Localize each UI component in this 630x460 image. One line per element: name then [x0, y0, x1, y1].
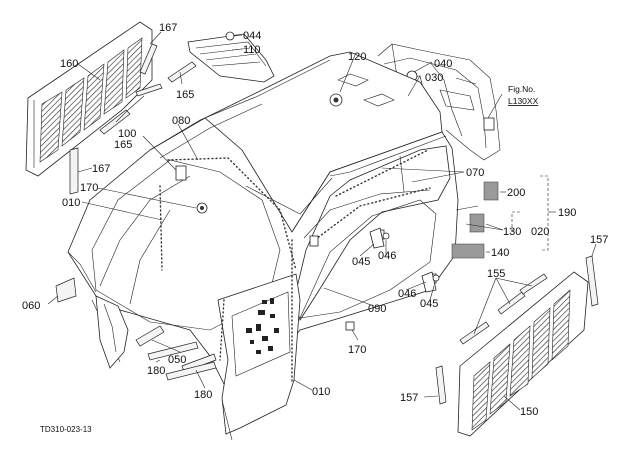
callout-046: 046: [378, 250, 396, 262]
callout-160: 160: [60, 58, 78, 70]
callout-070: 070: [466, 167, 484, 179]
callout-190: 190: [558, 207, 576, 219]
callout-040: 040: [434, 58, 452, 70]
leader-lines: [47, 31, 597, 411]
callout-165: 165: [176, 89, 194, 101]
drawing-code: TD310-023-13: [40, 425, 92, 434]
callout-200: 200: [507, 187, 525, 199]
callout-044: 044: [243, 30, 261, 42]
fig-no-value: L130XX: [508, 96, 539, 106]
callout-010-lower: 010: [312, 386, 330, 398]
strip-050-a: [135, 325, 165, 347]
left-seal-strips: [69, 43, 197, 195]
callout-157-lower: 157: [400, 392, 418, 404]
cabin-body: [67, 51, 459, 441]
part-045-lower: [421, 271, 437, 293]
callout-130: 130: [503, 226, 521, 238]
bolt-170: [345, 321, 355, 331]
door-decal-cluster: [246, 298, 279, 354]
callout-150: 150: [520, 406, 538, 418]
callout-045-lower: 045: [420, 298, 438, 310]
callout-110: 110: [243, 44, 261, 56]
callout-170: 170: [80, 182, 98, 194]
callout-140: 140: [491, 247, 509, 259]
front-bracket: [175, 165, 187, 181]
callout-046-lower: 046: [398, 288, 416, 300]
callout-020: 020: [531, 226, 549, 238]
strip-180-b: [165, 361, 217, 381]
door-bracket: [309, 235, 319, 247]
part-046-lower: [432, 274, 440, 282]
callout-090: 090: [368, 303, 386, 315]
vent-knob-044: [225, 31, 235, 41]
decal-140: [451, 243, 485, 259]
strip-050-b: [147, 341, 199, 361]
rear-frame-assembly: [377, 43, 501, 161]
callout-labels: 167 160 165 165 167 100 080 170 010 044 …: [22, 22, 608, 434]
callout-167-lower: 167: [92, 163, 110, 175]
callout-120: 120: [348, 51, 366, 63]
strip-165-c: [99, 109, 131, 135]
callout-155: 155: [487, 268, 505, 280]
strip-155-b: [497, 291, 526, 315]
part-045-upper: [369, 227, 385, 249]
callout-165-lower: 165: [114, 139, 132, 151]
fig-no-label: Fig.No.: [508, 84, 535, 94]
strip-157-right: [585, 255, 599, 307]
callout-180: 180: [147, 365, 165, 377]
strip-157-bottom: [435, 365, 447, 405]
callout-030: 030: [425, 72, 443, 84]
callout-167: 167: [159, 22, 177, 34]
strip-165-b: [135, 83, 163, 97]
callout-157: 157: [590, 234, 608, 246]
strip-155-c: [519, 273, 548, 295]
decal-200: [483, 181, 499, 201]
lower-strips: [55, 277, 217, 381]
callout-050: 050: [168, 354, 186, 366]
callout-100: 100: [118, 128, 136, 140]
hinge-parts: [369, 227, 440, 293]
rear-lamp-block: [483, 117, 495, 131]
decal-130: [469, 213, 485, 233]
callout-045: 045: [352, 256, 370, 268]
strip-167-left: [69, 147, 79, 195]
strip-167-top: [139, 43, 158, 75]
strip-165-a: [167, 61, 197, 83]
bracket-190: [511, 175, 556, 251]
decal-group-190: [451, 181, 499, 259]
callout-080: 080: [172, 115, 190, 127]
strip-060: [55, 277, 77, 303]
callout-060: 060: [22, 300, 40, 312]
part-046-upper: [382, 232, 390, 240]
callout-170-lower: 170: [348, 344, 366, 356]
callout-010: 010: [62, 197, 80, 209]
front-lower-left-panel: [95, 295, 129, 369]
left-grille: [25, 21, 153, 177]
right-grille: [457, 271, 589, 437]
callout-180-lower: 180: [194, 389, 212, 401]
